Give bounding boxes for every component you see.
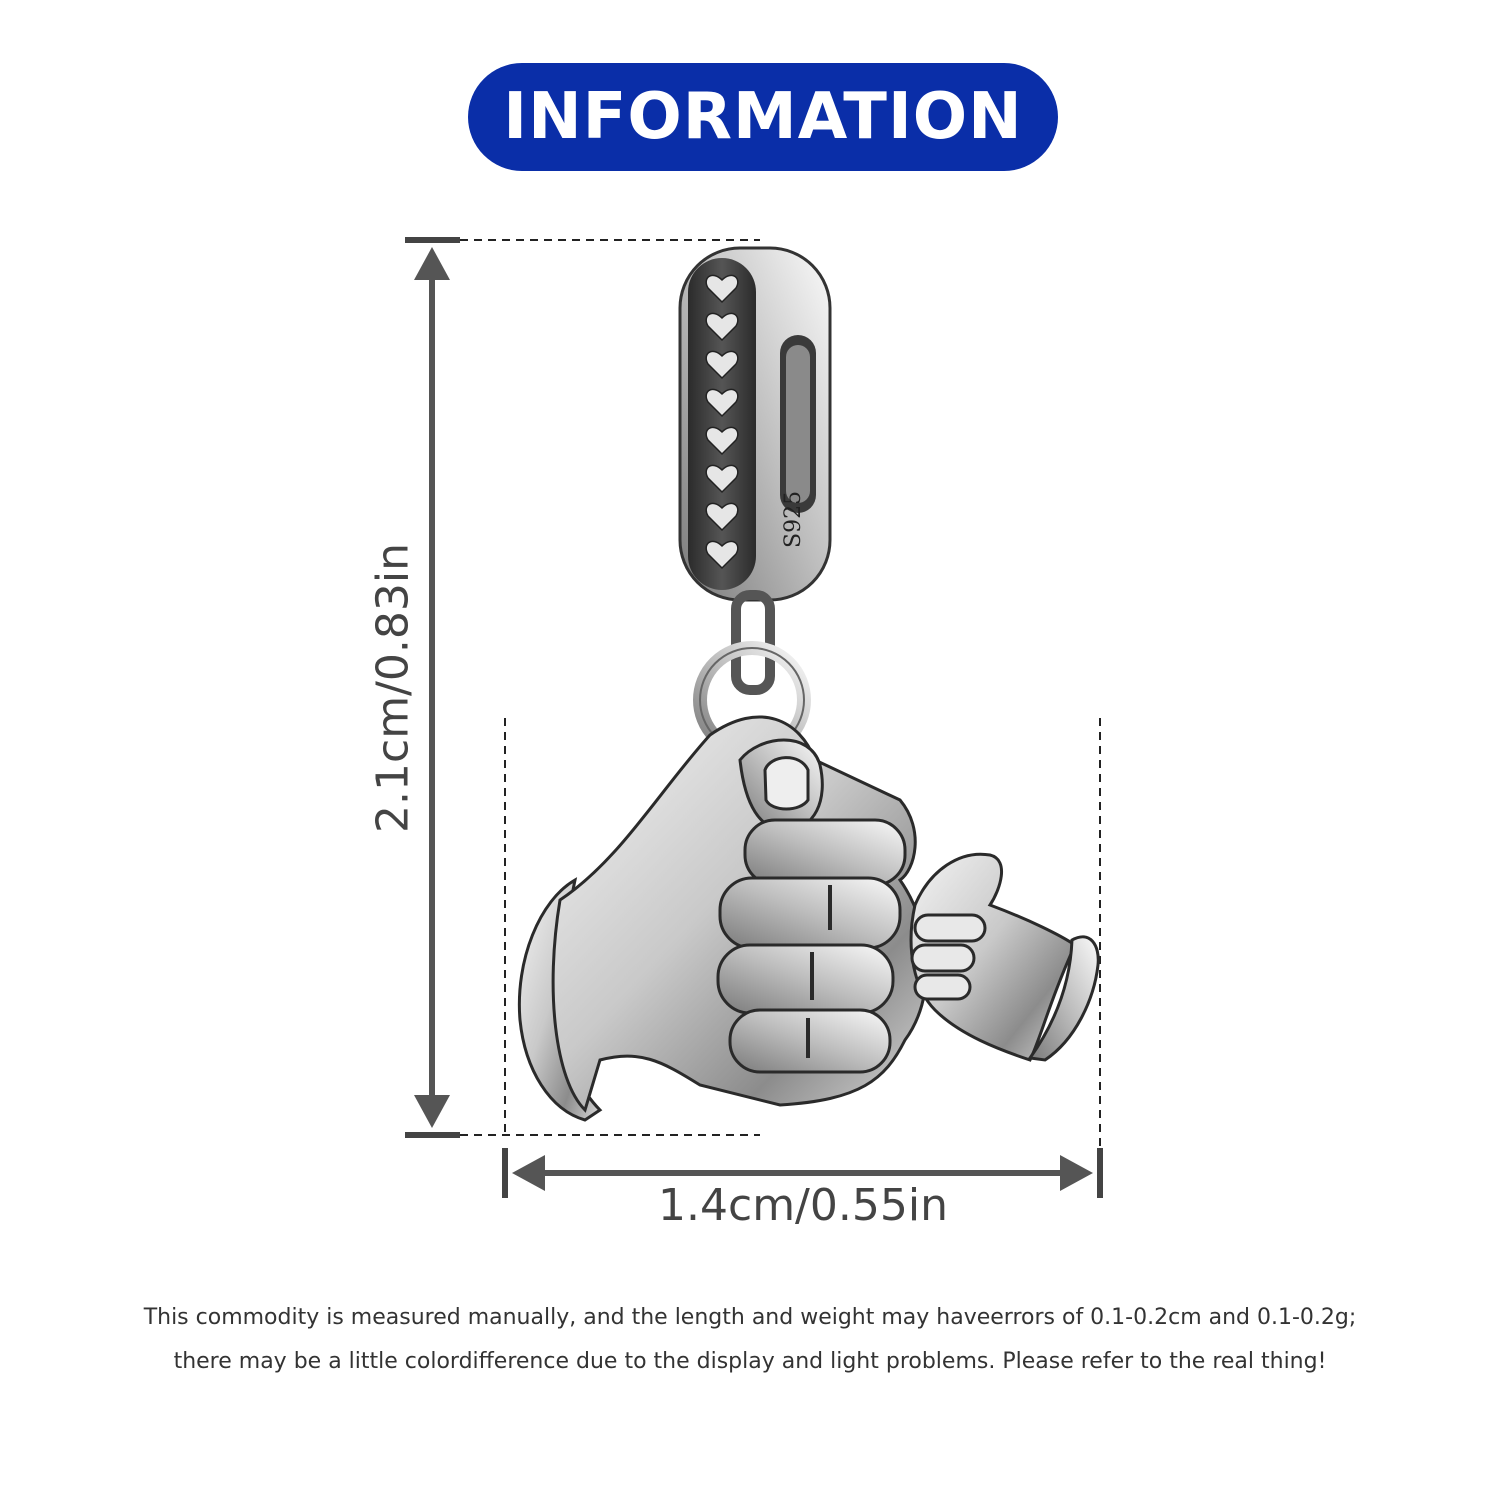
banner-title: INFORMATION (503, 80, 1023, 154)
charm-bead: S925 (678, 246, 832, 602)
disclaimer-line-1: This commodity is measured manually, and… (143, 1305, 1357, 1330)
heart-pattern (705, 274, 739, 570)
height-dimension-line (405, 237, 760, 1138)
fist-bump-icon (517, 715, 1100, 1122)
height-value: 2.1cm/0.83in (367, 543, 419, 833)
disclaimer-line-2: there may be a little colordifference du… (173, 1349, 1327, 1374)
width-label: 1.4cm/0.55in (658, 1180, 948, 1231)
stamp-text: S925 (781, 491, 806, 548)
information-banner: INFORMATION (468, 63, 1058, 171)
width-dimension-line (502, 718, 1103, 1198)
disclaimer-note: This commodity is measured manually, and… (60, 1296, 1440, 1384)
